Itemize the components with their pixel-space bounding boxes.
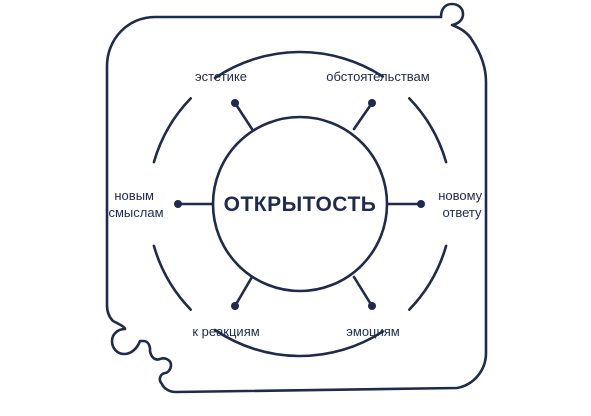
label-reactions: к реакциям [192, 324, 259, 339]
spoke-emotions-dot [368, 302, 376, 310]
spoke-reactions [233, 275, 254, 308]
center-circle [211, 115, 389, 293]
outer-ring-arcs [152, 50, 448, 358]
spoke-lines [176, 101, 423, 308]
spoke-emotions [352, 275, 374, 308]
label-emotions: эмоциям [346, 324, 400, 339]
label-circumstances: обстоятельствам [326, 69, 430, 84]
ring-arc [213, 50, 385, 80]
spoke-new-meanings-dot [174, 200, 182, 208]
label-new-meanings: новым смыслам [108, 188, 163, 220]
spoke-circumstances-dot [368, 99, 376, 107]
label-aesthetics: эстетике [195, 69, 247, 84]
puzzle-frame [105, 2, 488, 394]
spoke-aesthetics [233, 101, 254, 131]
spoke-circumstances [352, 101, 374, 131]
ring-arc [408, 244, 448, 311]
spoke-reactions-dot [231, 302, 239, 310]
spoke-dots [174, 99, 425, 310]
ring-arc [213, 328, 385, 358]
ring-arc [408, 97, 448, 164]
ring-arc [152, 97, 192, 164]
center-label: ОТКРЫТОСТЬ [224, 193, 377, 216]
ring-arc [152, 244, 192, 311]
label-new-answer: новому ответу [438, 188, 486, 220]
spoke-aesthetics-dot [231, 99, 239, 107]
spoke-new-answer-dot [417, 200, 425, 208]
